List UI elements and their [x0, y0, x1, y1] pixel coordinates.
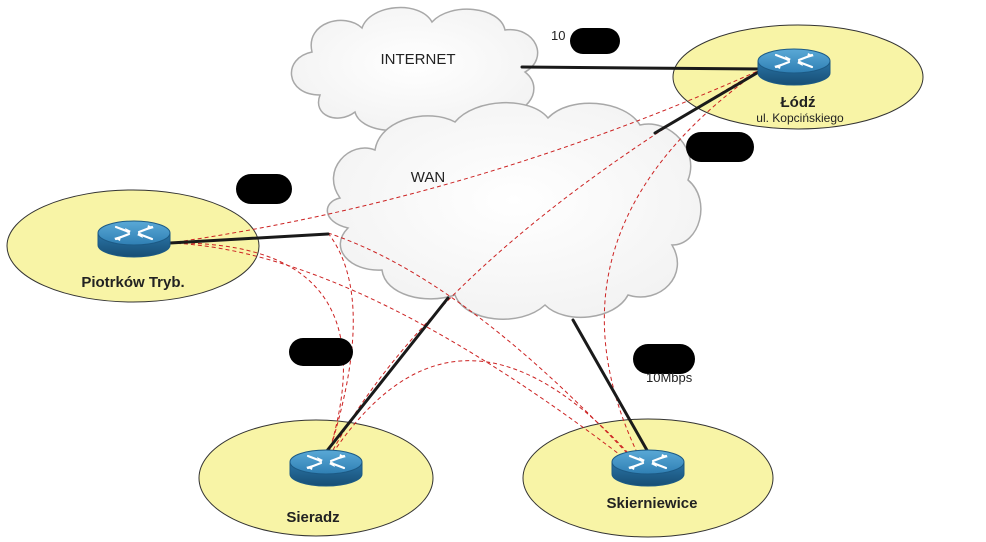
- physical-links: [168, 65, 764, 454]
- site-name-piotrkow: Piotrków Tryb.: [81, 274, 184, 291]
- redaction-mark: [236, 174, 292, 204]
- router-piotrkow-icon: [96, 219, 172, 259]
- router-sieradz-icon: [288, 448, 364, 488]
- internet-label: INTERNET: [381, 51, 456, 68]
- link-wan-skierniewice: [571, 318, 650, 454]
- link-wan-lodz: [653, 68, 764, 135]
- link-internet-lodz: [520, 65, 764, 71]
- site-address-lodz: ul. Kopcińskiego: [756, 111, 844, 125]
- link-wan-piotrkow: [168, 232, 330, 245]
- redaction-mark: [633, 344, 695, 374]
- wan-label: WAN: [411, 169, 445, 186]
- redaction-mark: [686, 132, 754, 162]
- virtual-links: [169, 69, 761, 479]
- redaction-mark: [570, 28, 620, 54]
- site-name-lodz: Łódź: [781, 94, 816, 111]
- link-wan-sieradz: [324, 296, 450, 454]
- redactions: [236, 28, 754, 374]
- router-skierniewice-icon: [610, 448, 686, 488]
- redaction-mark: [289, 338, 353, 366]
- site-name-skierniewice: Skierniewice: [607, 495, 698, 512]
- link-speed-internet-lodz: 10: [551, 28, 565, 43]
- router-lodz-icon: [756, 47, 832, 87]
- wan-cloud: [326, 101, 702, 320]
- link-speed-skierniewice: 10Mbps: [646, 370, 693, 385]
- site-name-sieradz: Sieradz: [286, 509, 339, 526]
